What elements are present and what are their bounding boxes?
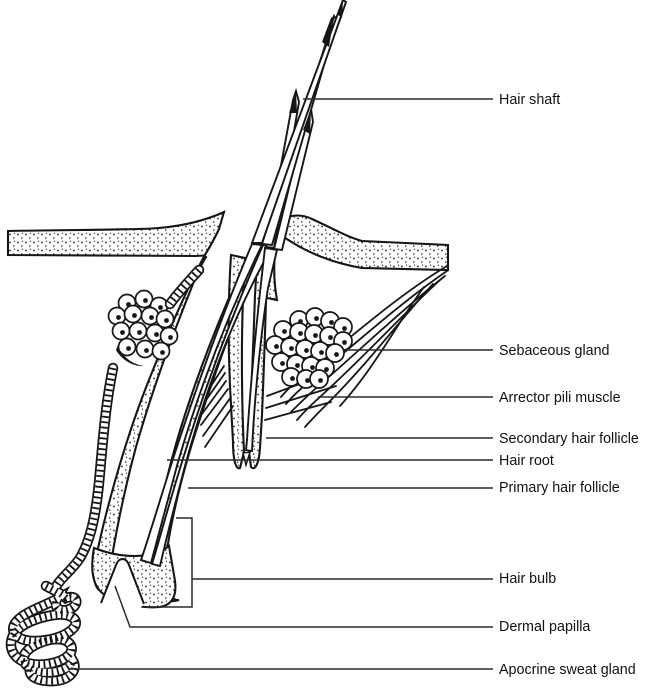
gland-cell-nucleus <box>160 350 165 355</box>
primary-hair-root-1 <box>139 242 264 565</box>
hair-tips <box>289 0 343 134</box>
gland-cell-nucleus <box>290 376 295 381</box>
gland-cell-nucleus <box>154 332 159 337</box>
dermal-papilla-outline <box>100 558 145 605</box>
gland-cell-nucleus <box>116 315 121 320</box>
gland-cell-nucleus <box>126 346 131 351</box>
gland-cell-nucleus <box>120 330 125 335</box>
label-arrector-pili-muscle: Arrector pili muscle <box>499 390 621 406</box>
gland-cell-nucleus <box>313 333 318 338</box>
gland-cell-nucleus <box>274 344 279 349</box>
gland-cell-nucleus <box>319 350 324 355</box>
gland-cell-nucleus <box>342 340 347 345</box>
gland-cell-nucleus <box>158 305 163 310</box>
labels: Hair shaft Sebaceous gland Arrector pili… <box>499 92 639 678</box>
epidermis <box>6 210 450 302</box>
hair-roots <box>139 242 279 568</box>
gland-cell-nucleus <box>310 365 315 370</box>
gland-cell-nucleus <box>143 298 148 303</box>
epidermis-left-band <box>6 210 226 258</box>
label-secondary-hair-follicle: Secondary hair follicle <box>499 431 639 447</box>
sebaceous-gland-left <box>107 289 179 361</box>
label-apocrine-sweat-gland: Apocrine sweat gland <box>499 662 636 678</box>
gland-shadow <box>116 345 144 367</box>
leader-dermal-papilla <box>114 585 493 628</box>
gland-cell-nucleus <box>305 378 310 383</box>
gland-cell-nucleus <box>329 320 334 325</box>
hair-shaft-tall-1 <box>250 0 348 244</box>
primary-hair-root-2 <box>150 243 274 568</box>
secondary-fork-notch <box>242 451 252 468</box>
gland-cell-nucleus <box>132 313 137 318</box>
label-primary-hair-follicle: Primary hair follicle <box>499 480 620 496</box>
gland-cell-nucleus <box>304 348 309 353</box>
gland-cell-nucleus <box>164 318 169 323</box>
sebaceous-gland-right <box>265 307 353 389</box>
gland-cell-nucleus <box>137 330 142 335</box>
apocrine-sweat-gland <box>5 264 205 687</box>
gland-cell-nucleus <box>318 378 323 383</box>
label-sebaceous-gland: Sebaceous gland <box>499 343 610 359</box>
hair-shafts <box>250 0 348 252</box>
hair-bulb-bracket <box>147 517 193 608</box>
label-dermal-papilla: Dermal papilla <box>499 619 590 635</box>
label-hair-shaft: Hair shaft <box>499 92 560 108</box>
gland-cell-nucleus <box>280 361 285 366</box>
gland-cell-nucleus <box>168 335 173 340</box>
gland-cell-nucleus <box>334 352 339 357</box>
dermal-papilla-notch-fill <box>101 559 144 616</box>
gland-cell-nucleus <box>149 315 154 320</box>
label-hair-root: Hair root <box>499 453 554 469</box>
label-hair-bulb: Hair bulb <box>499 571 556 587</box>
gland-cell-nucleus <box>328 335 333 340</box>
gland-cell-nucleus <box>314 316 319 321</box>
gland-cell-nucleus <box>295 363 300 368</box>
gland-cell-nucleus <box>282 329 287 334</box>
leader-lines <box>70 98 493 670</box>
gland-cell-nucleus <box>298 331 303 336</box>
gland-cell-nucleus <box>144 348 149 353</box>
gland-cell-nucleus <box>289 346 294 351</box>
secondary-hair-root <box>244 246 279 453</box>
gland-cell-nucleus <box>342 326 347 331</box>
gland-cell-nucleus <box>324 367 329 372</box>
